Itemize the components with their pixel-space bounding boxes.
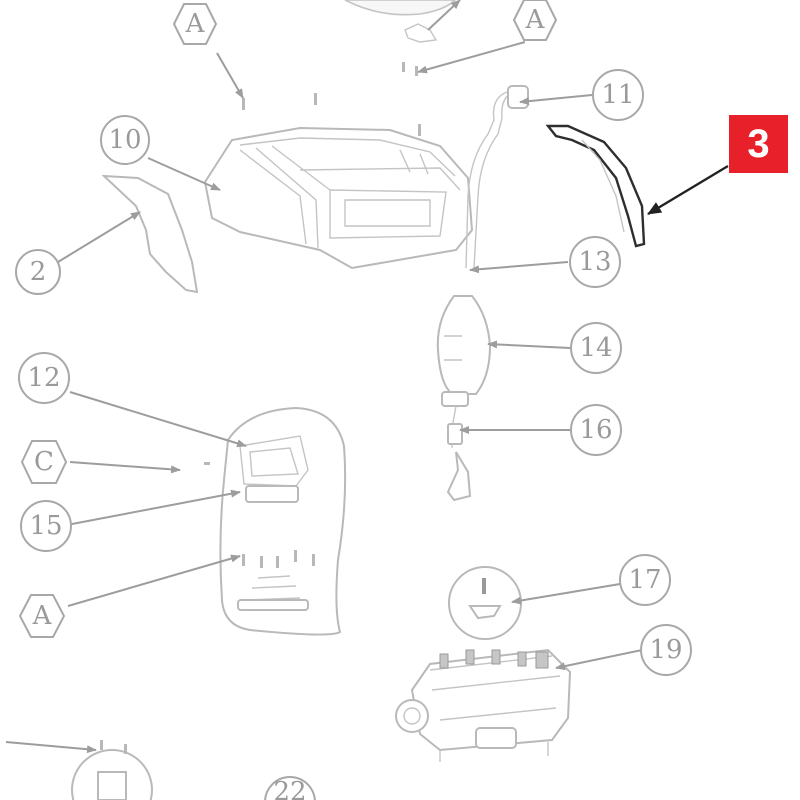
callout-14: 14 [570, 322, 622, 374]
highlight-badge-background [729, 115, 788, 173]
callout-15: 15 [20, 500, 72, 552]
callout-19: 19 [640, 624, 692, 676]
side-cover-part-2 [101, 174, 199, 294]
trim-part-3-inner [581, 139, 625, 233]
callout-2: 2 [15, 249, 61, 295]
callout-a-top-left-text: A [185, 9, 206, 39]
callout-19-text: 19 [649, 635, 682, 665]
callout-a-bottom-text: A [32, 601, 53, 631]
top-bracket-part [404, 23, 438, 43]
callout-15-text: 15 [29, 511, 62, 541]
cable-part-11 [465, 85, 529, 269]
leader-lines [5, 41, 729, 754]
callout-a-top-right-text: A [525, 5, 546, 35]
callout-12: 12 [18, 352, 70, 404]
trim-part-3 [545, 124, 646, 248]
leader-top [427, 0, 461, 31]
highlight-badge-3: 3 [729, 115, 788, 173]
hose-part-16 [446, 405, 472, 502]
callout-a-top-left: A [172, 3, 218, 45]
callout-22: 22 [264, 776, 316, 800]
callout-13-text: 13 [578, 247, 611, 277]
callout-22-text: 22 [273, 777, 306, 800]
callout-11-text: 11 [601, 80, 634, 110]
callout-16: 16 [570, 404, 622, 456]
top-partial-part [344, 0, 457, 16]
pump-part-14 [436, 295, 492, 407]
callout-14-text: 14 [579, 333, 612, 363]
screws-group-panel [204, 462, 315, 568]
callout-11: 11 [592, 69, 644, 121]
callout-a-top-right: A [512, 0, 558, 41]
callout-a-bottom: A [18, 594, 66, 638]
callout-16-text: 16 [579, 415, 612, 445]
callout-c: C [20, 440, 68, 484]
callout-13: 13 [569, 236, 621, 288]
screws-group-top [402, 62, 418, 76]
callout-17-text: 17 [628, 565, 661, 595]
highlight-badge-text: 3 [747, 122, 769, 166]
housing-part-10 [203, 126, 474, 270]
valve-part-17 [448, 566, 522, 640]
boiler-part-19 [395, 648, 572, 762]
callout-c-text: C [34, 447, 54, 477]
callout-10: 10 [100, 115, 150, 165]
screws-group-housing [242, 93, 421, 136]
bottom-left-part [71, 740, 153, 800]
side-panel [219, 406, 347, 636]
callout-12-text: 12 [27, 363, 60, 393]
callout-17: 17 [619, 554, 671, 606]
callout-2-text: 2 [30, 257, 47, 287]
callout-10-text: 10 [108, 125, 141, 155]
